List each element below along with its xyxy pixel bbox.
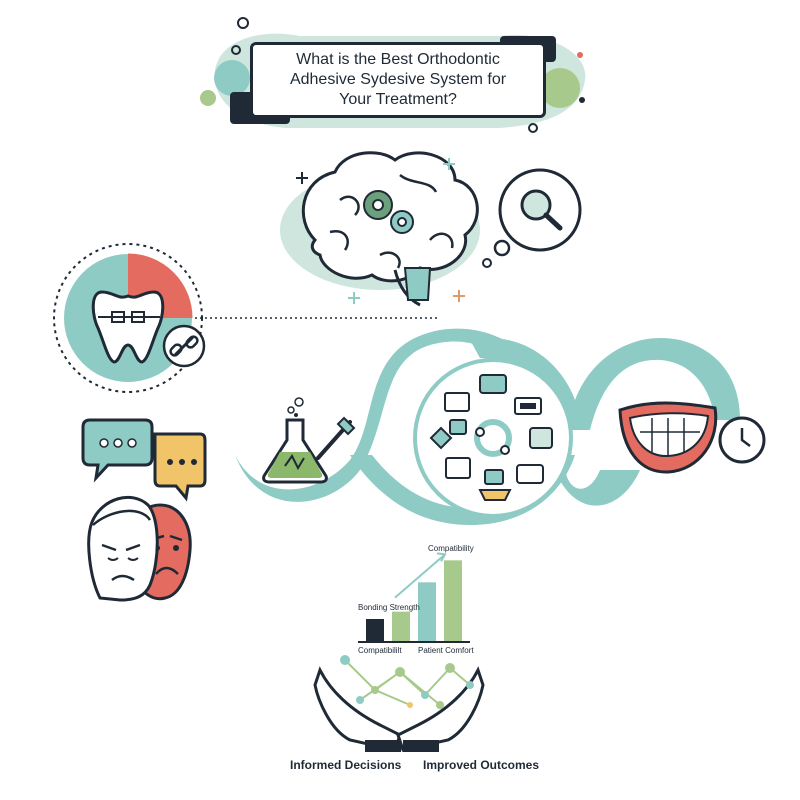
title-line-1: What is the Best Orthodontic <box>296 51 500 68</box>
bar-chart <box>358 552 470 643</box>
chart-bar-3 <box>418 582 436 641</box>
chart-bar-4 <box>444 560 462 641</box>
tooth-braces-icon <box>53 243 203 393</box>
magnifier-thought-icon <box>482 168 582 268</box>
chart-bar-1 <box>366 619 384 641</box>
chat-bubbles-icon <box>81 418 207 502</box>
chart-trend-arrowhead <box>436 552 447 562</box>
title-line-2: Adhesive Sydesive System for <box>289 71 507 88</box>
chart-label-patient-comfort: Patient Comfort <box>418 646 474 655</box>
chart-label-compatibility: Compatibility <box>428 544 474 553</box>
title-box: What is the Best Orthodontic Adhesive Sy… <box>250 42 546 118</box>
chart-label-compatibility-bottom: Compatibililt <box>358 646 402 655</box>
title-line-3: Your Treatment? <box>339 91 457 108</box>
bracket-set-icon <box>413 358 573 518</box>
link-icon <box>162 324 206 368</box>
sparkle-icons <box>296 158 465 304</box>
chart-label-bonding-strength: Bonding Strength <box>358 603 420 612</box>
smile-clock-icon <box>618 401 766 474</box>
improved-outcomes-label: Improved Outcomes <box>423 758 540 772</box>
informed-decisions-label: Informed Decisions <box>290 758 402 772</box>
chart-bar-2 <box>392 611 410 641</box>
flask-brush-icon <box>262 397 356 484</box>
worried-faces-icon <box>87 495 192 602</box>
brain-gears-icon <box>280 151 480 307</box>
hands-network-icon <box>313 655 485 752</box>
chart-trend-arrow <box>394 553 446 599</box>
